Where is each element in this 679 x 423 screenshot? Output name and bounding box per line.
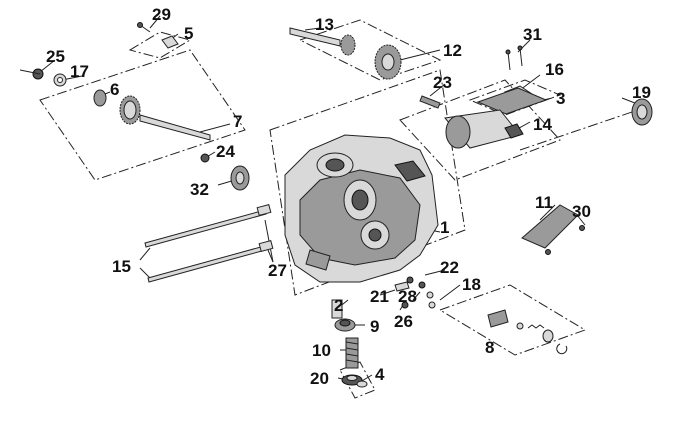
label-10: 10 — [312, 341, 331, 360]
label-1: 1 — [440, 218, 449, 237]
label-22: 22 — [440, 258, 459, 277]
label-24: 24 — [216, 142, 235, 161]
label-27: 27 — [268, 261, 287, 280]
bearing-19 — [631, 98, 653, 126]
label-13: 13 — [315, 15, 334, 34]
group-box-3-16 — [468, 79, 562, 116]
label-26: 26 — [394, 312, 413, 331]
axis-19 — [519, 111, 633, 151]
starter-motor-14 — [444, 109, 524, 149]
label-15: 15 — [112, 257, 131, 276]
label-18: 18 — [462, 275, 481, 294]
pin-23 — [419, 95, 441, 109]
group-box-6-7-17-25 — [39, 49, 246, 181]
group-box-5-29 — [128, 31, 192, 59]
bolt-29 — [137, 22, 151, 33]
plug-26 — [401, 301, 409, 309]
bearing-6 — [93, 89, 107, 107]
label-20: 20 — [310, 369, 329, 388]
seal-24 — [200, 153, 210, 163]
group-box-8-valve — [438, 284, 587, 356]
label-11: 11 — [535, 193, 553, 212]
shaft-7 — [139, 114, 211, 141]
label-31: 31 — [523, 25, 542, 44]
label-16: 16 — [545, 60, 564, 79]
label-23: 23 — [433, 73, 452, 92]
label-3: 3 — [556, 89, 565, 108]
spring-10 — [345, 337, 359, 369]
pin-21 — [394, 281, 410, 292]
valve-assembly-8 — [487, 309, 568, 355]
gear-12-hub — [381, 53, 395, 71]
bolts-30 — [545, 225, 585, 255]
label-2: 2 — [334, 296, 343, 315]
crankcase-1 — [284, 134, 439, 283]
label-17: 17 — [70, 62, 89, 81]
label-14: 14 — [533, 115, 552, 134]
label-8: 8 — [485, 338, 494, 357]
cover-plate-11 — [521, 204, 579, 249]
label-21: 21 — [370, 287, 389, 306]
label-29: 29 — [152, 5, 171, 24]
o-ring-4 — [356, 380, 368, 388]
group-box-14-23 — [399, 79, 561, 181]
callout-labels: 29 5 25 17 6 7 13 12 23 31 16 3 14 19 24… — [46, 5, 651, 388]
bolts-31 — [505, 45, 523, 71]
label-5: 5 — [184, 24, 193, 43]
label-12: 12 — [443, 41, 462, 60]
group-box-12-13 — [298, 19, 442, 81]
label-32: 32 — [190, 180, 209, 199]
dowels-27 — [256, 203, 274, 253]
studs-15 — [144, 209, 270, 283]
label-4: 4 — [375, 365, 385, 384]
gear-7 — [119, 95, 141, 125]
label-6: 6 — [110, 80, 119, 99]
washer-17-hole — [57, 77, 63, 83]
label-30: 30 — [572, 202, 591, 221]
label-28: 28 — [398, 287, 417, 306]
plug-9 — [334, 318, 356, 332]
clip-5 — [161, 35, 179, 49]
small-parts-18-28 — [406, 276, 436, 309]
label-9: 9 — [370, 317, 379, 336]
label-19: 19 — [632, 83, 651, 102]
label-25: 25 — [46, 47, 65, 66]
plate-3 — [476, 87, 548, 115]
bearing-32 — [230, 165, 250, 191]
shaft-13 — [289, 27, 341, 47]
gear-12-small — [340, 34, 356, 56]
shaft-axis-left — [19, 69, 41, 75]
label-7: 7 — [233, 112, 242, 131]
dowel-2 — [331, 299, 343, 319]
